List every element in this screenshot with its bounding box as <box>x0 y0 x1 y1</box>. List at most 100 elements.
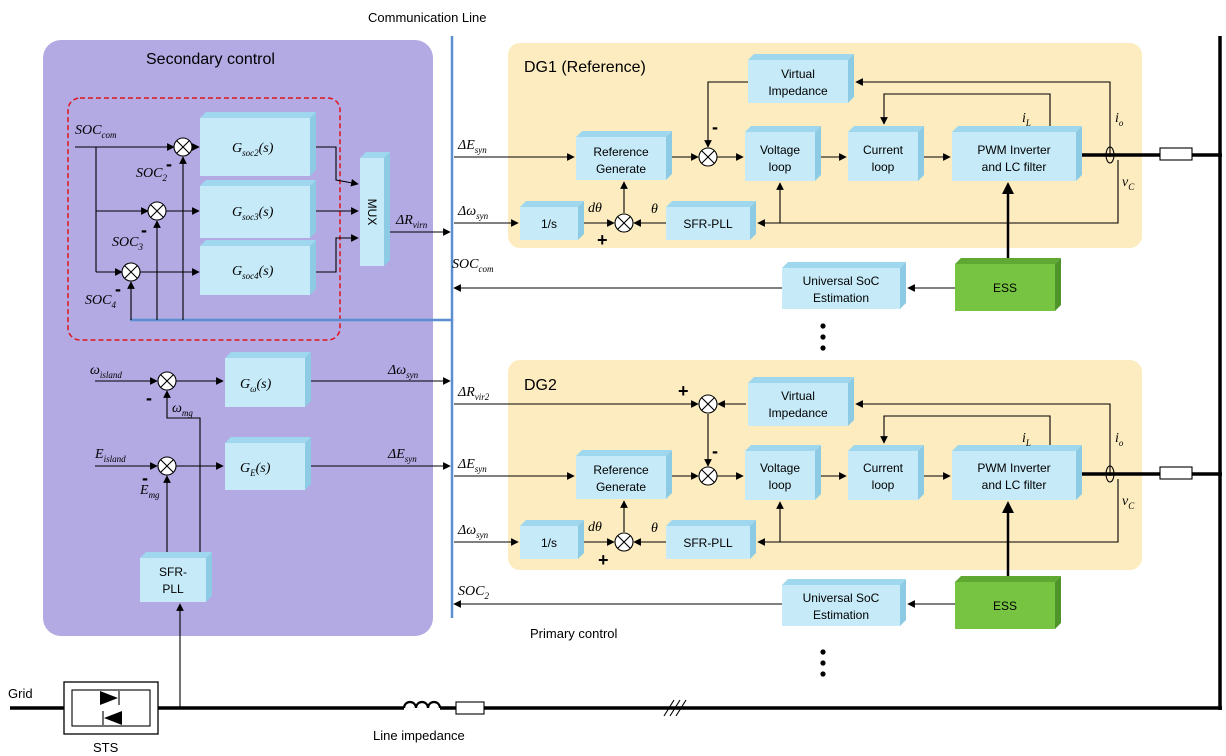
dg1-reference-block: Reference Generate <box>576 131 672 180</box>
sum-junction-soc4 <box>121 262 141 282</box>
svg-text:Current: Current <box>863 143 904 157</box>
dg2-output-impedance <box>1159 466 1193 480</box>
svg-text:Estimation: Estimation <box>813 608 869 622</box>
svg-text:-: - <box>166 154 172 174</box>
svg-text:Voltage: Voltage <box>760 143 800 157</box>
svg-text:Reference: Reference <box>593 463 649 477</box>
svg-text:Current: Current <box>863 461 904 475</box>
dg1-sfr-pll-block: SFR-PLL <box>666 201 756 240</box>
svg-text:-: - <box>712 117 718 137</box>
svg-text:Universal SoC: Universal SoC <box>803 591 880 605</box>
svg-text:-: - <box>142 468 148 488</box>
dg2-current-loop-block: Current loop <box>848 445 924 500</box>
svg-text:SFR-PLL: SFR-PLL <box>683 536 733 550</box>
dg2-ess-block: ESS <box>955 576 1061 629</box>
line-impedance-label: Line impedance <box>373 728 465 743</box>
svg-text:Universal SoC: Universal SoC <box>803 274 880 288</box>
svg-text:1/s: 1/s <box>541 217 557 231</box>
svg-text:+: + <box>597 230 608 250</box>
dg1-integrator-block: 1/s <box>520 201 584 240</box>
delta-e-out-label: ΔEsyn <box>387 447 417 464</box>
dg2-sfr-pll-block: SFR-PLL <box>666 520 756 559</box>
dg1-voltage-loop-block: Voltage loop <box>745 126 821 181</box>
g-soc3-block: Gsoc3(s) <box>200 180 316 238</box>
svg-text:-: - <box>146 388 152 408</box>
dg2-sum-virtual <box>698 394 718 414</box>
dg2-dtheta-label: dθ <box>588 520 602 535</box>
svg-text:and LC filter: and LC filter <box>982 478 1047 492</box>
svg-text:Impedance: Impedance <box>768 84 828 98</box>
dg2-sum-theta <box>614 532 634 552</box>
dg2-title: DG2 <box>524 377 557 394</box>
dg2-soc-estimation-block: Universal SoC Estimation <box>782 579 906 626</box>
dg1-virtual-impedance-block: Virtual Impedance <box>748 54 854 103</box>
e-mg-label: Emg <box>139 483 160 500</box>
secondary-wiring <box>75 143 451 668</box>
dg1-soc-estimation-block: Universal SoC Estimation <box>782 262 906 309</box>
dg1-theta-label: θ <box>651 202 658 217</box>
svg-text:Reference: Reference <box>593 145 649 159</box>
dg1-delta-e-label: ΔEsyn <box>457 138 487 155</box>
dg1-output-impedance <box>1159 147 1193 161</box>
dg1-sum-voltage <box>698 147 718 167</box>
dg2-virtual-impedance-block: Virtual Impedance <box>748 377 854 426</box>
ellipsis-dots-1 <box>820 323 826 351</box>
soc3-label: SOC3 <box>112 235 143 252</box>
svg-text:-: - <box>141 220 147 240</box>
dg1-current-sensor <box>1105 146 1115 164</box>
dg2-delta-omega-label: Δωsyn <box>457 523 489 540</box>
svg-text:loop: loop <box>769 478 792 492</box>
svg-text:Voltage: Voltage <box>760 461 800 475</box>
svg-text:Estimation: Estimation <box>813 291 869 305</box>
svg-text:PLL: PLL <box>162 582 184 596</box>
svg-text:+: + <box>598 550 609 570</box>
sts-label: STS <box>93 740 119 755</box>
secondary-title: Secondary control <box>146 51 275 68</box>
dg1-vc-label: vC <box>1122 175 1135 192</box>
dg1-title: DG1 (Reference) <box>524 59 646 76</box>
dg1-io-label: io <box>1115 111 1124 128</box>
svg-text:Impedance: Impedance <box>768 406 828 420</box>
dg2-wiring <box>453 400 1119 608</box>
sum-junction-e <box>157 456 177 476</box>
svg-text:ESS: ESS <box>993 281 1017 295</box>
dg1-il-label: iL <box>1022 111 1031 128</box>
sum-junction-omega <box>157 371 177 391</box>
grid-line <box>10 668 1222 710</box>
svg-text:GE(s): GE(s) <box>240 461 271 478</box>
dg1-pwm-inverter-block: PWM Inverter and LC filter <box>952 126 1082 181</box>
dg1-sum-theta <box>614 213 634 233</box>
line-inductor <box>402 700 485 715</box>
grid-label: Grid <box>8 686 33 701</box>
svg-text:-: - <box>115 279 121 299</box>
svg-text:loop: loop <box>769 160 792 174</box>
ellipsis-dots-2 <box>820 649 826 677</box>
dg2-pwm-inverter-block: PWM Inverter and LC filter <box>952 445 1082 500</box>
omega-mg-label: ωmg <box>172 401 193 418</box>
dg2-sum-voltage <box>698 466 718 486</box>
g-e-block: GE(s) <box>225 437 311 490</box>
dg2-voltage-loop-block: Voltage loop <box>745 445 821 500</box>
dg1-current-loop-block: Current loop <box>848 126 924 181</box>
soc2-label: SOC2 <box>136 166 167 183</box>
primary-title: Primary control <box>530 626 618 641</box>
svg-text:and LC filter: and LC filter <box>982 160 1047 174</box>
svg-text:PWM Inverter: PWM Inverter <box>977 143 1050 157</box>
svg-text:1/s: 1/s <box>541 536 557 550</box>
dg2-io-label: io <box>1115 431 1124 448</box>
secondary-control-panel <box>43 40 433 636</box>
dg1-dtheta-label: dθ <box>588 201 602 216</box>
delta-omega-out-label: Δωsyn <box>387 363 419 380</box>
dg2-soc-out-label: SOC2 <box>458 584 489 601</box>
dg2-panel <box>508 360 1142 570</box>
e-island-label: Eisland <box>94 447 126 464</box>
svg-text:+: + <box>678 381 689 401</box>
dg2-reference-block: Reference Generate <box>576 450 672 499</box>
dg1-wiring <box>453 78 1119 292</box>
svg-text:Generate: Generate <box>596 162 646 176</box>
omega-island-label: ωisland <box>90 363 122 380</box>
g-soc4-block: Gsoc4(s) <box>200 240 316 295</box>
svg-text:loop: loop <box>872 160 895 174</box>
svg-text:MUX: MUX <box>365 199 379 226</box>
